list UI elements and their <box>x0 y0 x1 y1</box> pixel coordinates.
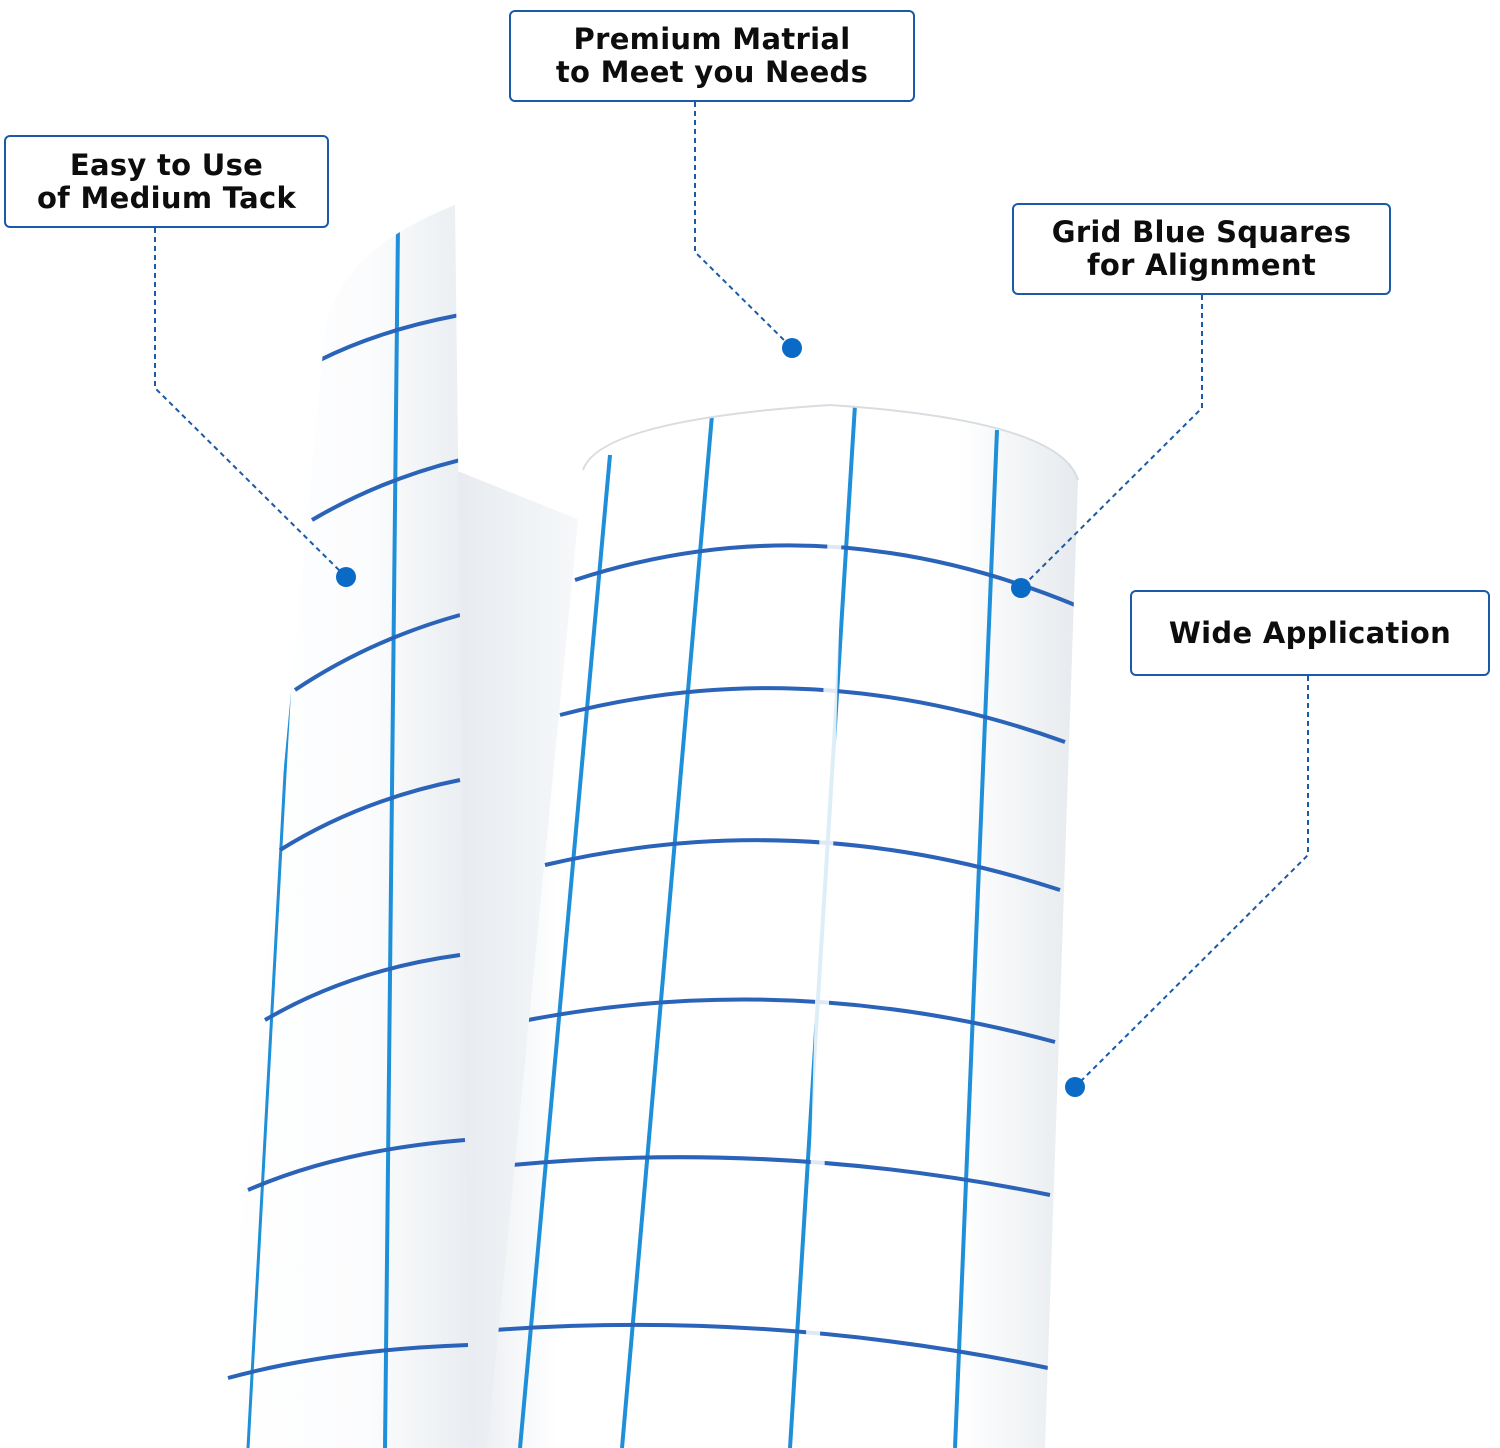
pointer-dot-grid <box>1011 578 1031 598</box>
callout-premium-line2: to Meet you Needs <box>555 55 869 89</box>
left-sheet <box>220 205 470 1448</box>
callout-easy-line1: Easy to Use <box>69 147 264 182</box>
callout-wide-line1: Wide Application <box>1168 615 1452 650</box>
callout-wide-application: Wide Application <box>1130 590 1490 676</box>
pointer-dot-premium <box>782 338 802 358</box>
callout-grid-blue-squares: Grid Blue Squares for Alignment <box>1012 203 1391 295</box>
callout-premium-line1: Premium Matrial <box>573 22 851 56</box>
connector-grid <box>1020 295 1203 589</box>
pointer-dot-easy <box>336 567 356 587</box>
callout-premium-material: Premium Matrial to Meet you Needs <box>509 10 915 102</box>
pointer-dots <box>336 338 1085 1097</box>
callout-easy-to-use: Easy to Use of Medium Tack <box>4 135 329 228</box>
connector-premium <box>694 102 793 349</box>
callout-connectors <box>154 102 1309 1088</box>
main-roll <box>487 403 1079 1448</box>
pointer-dot-wide <box>1065 1077 1085 1097</box>
connector-wide <box>1074 676 1309 1088</box>
callout-easy-line2: of Medium Tack <box>36 180 297 215</box>
callout-grid-line1: Grid Blue Squares <box>1051 215 1352 249</box>
callout-grid-line2: for Alignment <box>1087 248 1316 282</box>
